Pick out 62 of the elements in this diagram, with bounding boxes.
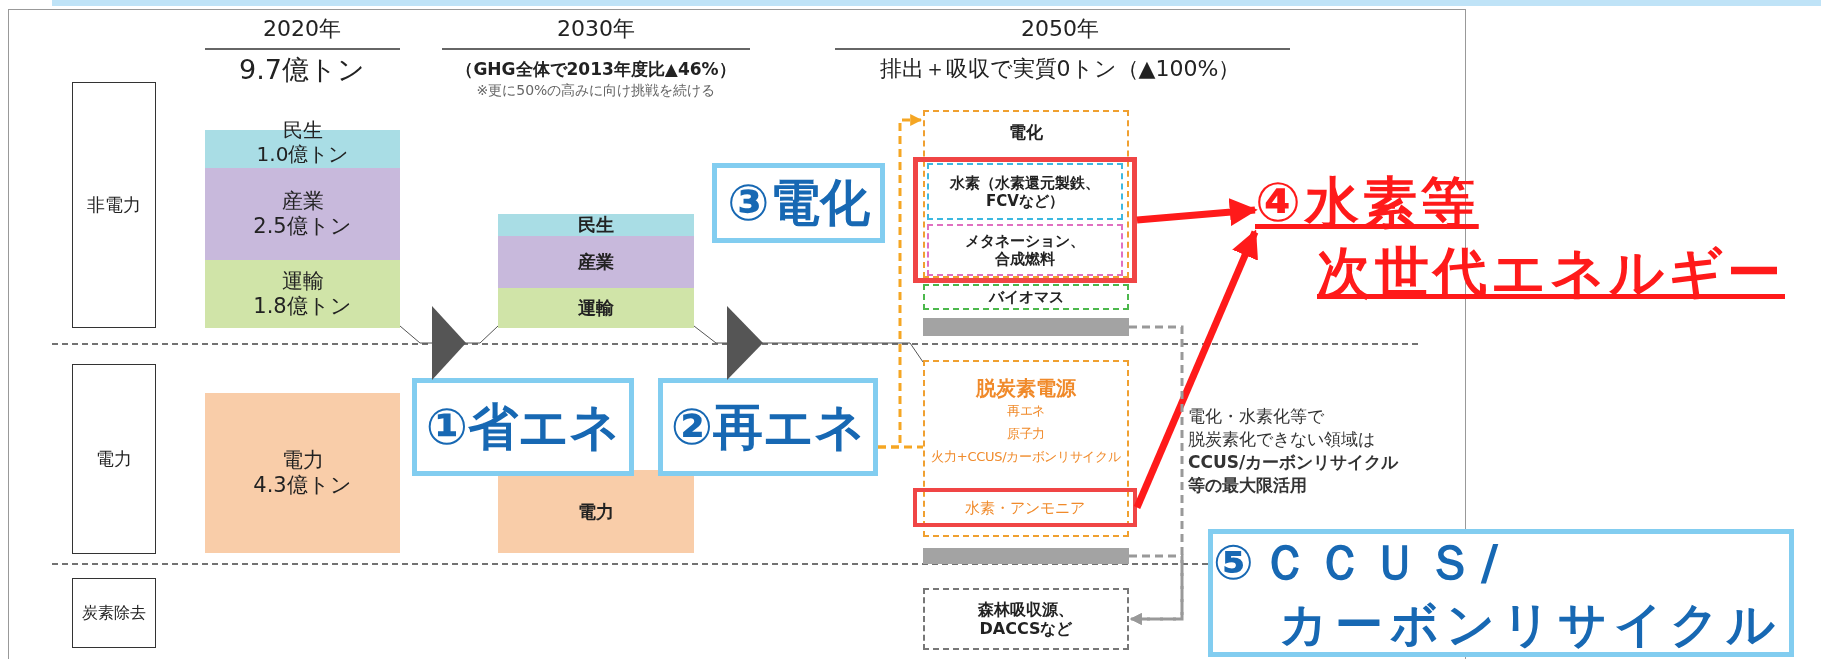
note-text: ※更に50%の高みに向け挑戦を続ける xyxy=(476,82,716,100)
dashed-box xyxy=(923,360,1129,537)
year-heading: 2020年 xyxy=(263,15,341,43)
stacked-bar-segment xyxy=(205,168,400,260)
annotation-text: 電化・水素化等で脱炭素化できない領域はCCUS/カーボンリサイクル等の最大限活用 xyxy=(1188,405,1399,497)
callout-text: ③電化 xyxy=(727,173,870,233)
category-box xyxy=(72,364,156,554)
segment-label: 運輸1.8億トン xyxy=(253,268,352,320)
callout-text: ⑤ＣＣＵＳ/カーボンリサイクル xyxy=(1213,532,1782,654)
bar xyxy=(923,548,1129,564)
dashed-box xyxy=(923,110,1129,278)
category-label: 炭素除去 xyxy=(82,603,146,623)
stacked-bar-segment xyxy=(498,236,694,288)
dashed-box xyxy=(927,224,1123,276)
box-label: 脱炭素電源 xyxy=(976,376,1076,400)
category-label: 電力 xyxy=(96,448,132,470)
stacked-bar-segment xyxy=(498,470,694,553)
dashed-box xyxy=(923,588,1129,650)
target-label: 排出＋吸収で実質0トン（▲100%） xyxy=(879,55,1241,83)
stacked-bar-segment xyxy=(498,288,694,328)
highlight-box xyxy=(913,488,1137,527)
box-label: 電化 xyxy=(1009,122,1043,143)
box-label: 火力+CCUS/カーボンリサイクル xyxy=(931,447,1121,466)
dashed-box xyxy=(927,163,1123,220)
box-label: 水素・アンモニア xyxy=(965,498,1085,517)
category-box xyxy=(72,82,156,328)
segment-label: 電力4.3億トン xyxy=(253,447,352,499)
category-label: 非電力 xyxy=(87,194,141,216)
total-label: 9.7億トン xyxy=(239,53,365,87)
arrow xyxy=(1129,554,1184,625)
dashed-box xyxy=(923,284,1129,310)
year-heading: 2030年 xyxy=(557,15,635,43)
callout-text: ④水素等次世代エネルギー xyxy=(1255,168,1821,328)
box-label: バイオマス xyxy=(988,288,1064,306)
segment-label: 産業2.5億トン xyxy=(253,188,352,240)
year-heading: 2050年 xyxy=(1021,15,1099,43)
callout-text: ①省エネ xyxy=(425,397,621,457)
bar xyxy=(923,318,1129,336)
callout-text: ②再エネ xyxy=(670,397,866,457)
stacked-bar-segment xyxy=(205,393,400,553)
segment-label: 運輸 xyxy=(578,297,614,319)
arrow xyxy=(1136,198,1258,227)
category-box xyxy=(72,578,156,648)
box-label: 再エネ xyxy=(1006,402,1046,420)
callout-box xyxy=(412,378,634,476)
stacked-bar-segment xyxy=(205,260,400,328)
box-label: 水素（水素還元製鉄、FCVなど） xyxy=(950,173,1100,210)
callout-box xyxy=(712,163,885,243)
box-label: メタネーション、合成燃料 xyxy=(965,232,1085,268)
highlight-box xyxy=(913,157,1137,283)
step-arrow xyxy=(399,306,499,380)
box-label: 森林吸収源、DACCSなど xyxy=(978,599,1074,639)
box-label: 原子力 xyxy=(1006,424,1046,443)
segment-label: 産業 xyxy=(578,251,614,273)
target-label: （GHG全体で2013年度比▲46%） xyxy=(456,58,736,81)
callout-box xyxy=(658,378,878,476)
segment-label: 電力 xyxy=(578,500,614,523)
step-arrow xyxy=(693,306,924,380)
connector-line xyxy=(878,445,923,449)
segment-label: 民生1.0億トン xyxy=(256,118,349,166)
segment-label: 民生 xyxy=(578,214,614,236)
stacked-bar-segment xyxy=(498,214,694,236)
